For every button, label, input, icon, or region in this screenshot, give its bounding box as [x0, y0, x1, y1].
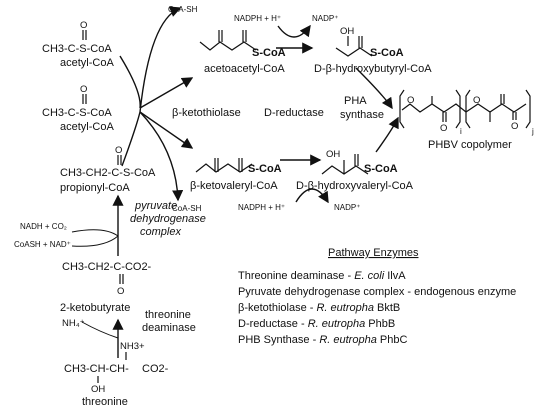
phbv-copolymer: O O O O i j PHBV copolymer — [399, 89, 534, 151]
join-acetyl-top — [119, 55, 141, 109]
threonine-deaminase-label-2: deaminase — [142, 322, 196, 334]
legend-row-1: Threonine deaminase - E. coli IlvA — [238, 270, 406, 282]
arrow-hb-to-phbv — [355, 67, 393, 110]
phbv-sub-i: i — [460, 127, 462, 136]
coash-nad-label: CoASH + NAD⁺ — [14, 240, 71, 249]
nh4-label: NH₄⁺ — [62, 318, 85, 329]
join-propionyl — [121, 111, 141, 167]
coash-top-label: CoA-SH — [168, 5, 198, 14]
legend-row-2: Pyruvate dehydrogenase complex - endogen… — [238, 286, 516, 298]
phbv-o-2: O — [473, 95, 480, 106]
hydroxybutyryl-scoa: S-CoA — [370, 47, 404, 59]
phbv-o-3: O — [440, 123, 447, 134]
pyruvate-label-1: pyruvate — [134, 200, 177, 212]
pyruvate-label-2: dehydrogenase — [130, 213, 206, 225]
threonine: NH3+ CH3-CH-CH- CO2- OH threonine — [64, 341, 169, 408]
arrow-hv-to-phbv — [375, 116, 399, 153]
legend-title: Pathway Enzymes — [328, 247, 419, 259]
threonine-nh3: NH3+ — [120, 341, 145, 352]
hydroxyvaleryl-oh: OH — [326, 149, 340, 160]
nadph-top-label: NADPH + H⁺ — [234, 14, 281, 23]
acetyl-coa-top: O CH3-C-S-CoA acetyl-CoA — [42, 20, 114, 69]
nadh-co2-label: NADH + CO₂ — [20, 222, 67, 231]
phbv-o-4: O — [511, 121, 518, 132]
ketovaleryl-coa: S-CoA β-ketovaleryl-CoA — [190, 158, 282, 192]
hydroxybutyryl-name: D-β-hydroxybutyryl-CoA — [314, 63, 432, 75]
threonine-co2: CO2- — [142, 363, 169, 375]
arrow-to-ketovaleryl — [139, 111, 194, 149]
curve-nh4 — [81, 321, 119, 339]
pyruvate-label-3: complex — [140, 226, 181, 238]
carbonyl-o: O — [80, 20, 87, 31]
reductase-label: D-reductase — [264, 107, 324, 119]
nadph-bottom-loop — [295, 188, 329, 204]
acetoacetyl-name: acetoacetyl-CoA — [204, 63, 285, 75]
arrow-to-acetoacetyl — [139, 77, 194, 109]
hydroxybutyryl-coa: OH S-CoA D-β-hydroxybutyryl-CoA — [314, 26, 432, 75]
phbv-sub-j: j — [531, 127, 534, 136]
threonine-chain: CH3-CH-CH- — [64, 363, 129, 375]
ketovaleryl-name: β-ketovaleryl-CoA — [190, 180, 278, 192]
acetyl-coa-formula: CH3-C-S-CoA — [42, 107, 112, 119]
carbonyl-o: O — [80, 84, 87, 95]
arrow-coash-top — [139, 6, 182, 113]
hydroxyvaleryl-coa: OH S-CoA D-β-hydroxyvaleryl-CoA — [296, 149, 414, 192]
acetyl-coa-mid: O CH3-C-S-CoA acetyl-CoA — [42, 84, 114, 133]
acetyl-coa-name: acetyl-CoA — [60, 57, 114, 69]
nadp-bottom-label: NADP⁺ — [334, 203, 360, 212]
phbv-o-1: O — [407, 95, 414, 106]
ketobutyrate-formula: CH3-CH2-C-CO2- — [62, 261, 152, 273]
hydroxybutyryl-oh: OH — [340, 26, 354, 37]
curve-coash — [71, 235, 119, 247]
nadph-top-loop — [277, 24, 311, 38]
acetyl-coa-formula: CH3-C-S-CoA — [42, 43, 112, 55]
threonine-name: threonine — [82, 396, 128, 408]
coash-mid-label: CoA-SH — [172, 204, 202, 213]
carbonyl-o: O — [115, 145, 122, 156]
nadph-bottom-label: NADPH + H⁺ — [238, 203, 285, 212]
legend-row-3: β-ketothiolase - R. eutropha BktB — [238, 302, 400, 314]
legend-row-5: PHB Synthase - R. eutropha PhbC — [238, 334, 407, 346]
ketobutyrate-name: 2-ketobutyrate — [60, 302, 130, 314]
threonine-deaminase-label-1: threonine — [145, 309, 191, 321]
arrow-coash-mid — [139, 111, 184, 202]
acetyl-coa-name: acetyl-CoA — [60, 121, 114, 133]
ketovaleryl-scoa: S-CoA — [248, 163, 282, 175]
legend-row-4: D-reductase - R. eutropha PhbB — [238, 318, 395, 330]
hydroxyvaleryl-scoa: S-CoA — [364, 163, 398, 175]
phbv-name: PHBV copolymer — [428, 139, 512, 151]
acetoacetyl-scoa: S-CoA — [252, 47, 286, 59]
nadp-top-label: NADP⁺ — [312, 14, 338, 23]
hydroxyvaleryl-name: D-β-hydroxyvaleryl-CoA — [296, 180, 414, 192]
pha-synthase-label-2: synthase — [340, 109, 384, 121]
propionyl-coa: O CH3-CH2-C-S-CoA propionyl-CoA — [60, 145, 156, 194]
acetoacetyl-coa: S-CoA acetoacetyl-CoA — [199, 30, 286, 75]
ketothiolase-label: β-ketothiolase — [172, 107, 241, 119]
pha-synthase-label-1: PHA — [344, 95, 367, 107]
ketobutyrate: CH3-CH2-C-CO2- O 2-ketobutyrate — [60, 261, 152, 314]
threonine-oh: OH — [91, 384, 105, 395]
propionyl-coa-name: propionyl-CoA — [60, 182, 130, 194]
carbonyl-o: O — [117, 286, 124, 297]
enzyme-legend: Pathway Enzymes Threonine deaminase - E.… — [238, 247, 516, 346]
curve-nadh — [71, 229, 119, 237]
propionyl-coa-formula: CH3-CH2-C-S-CoA — [60, 167, 156, 179]
